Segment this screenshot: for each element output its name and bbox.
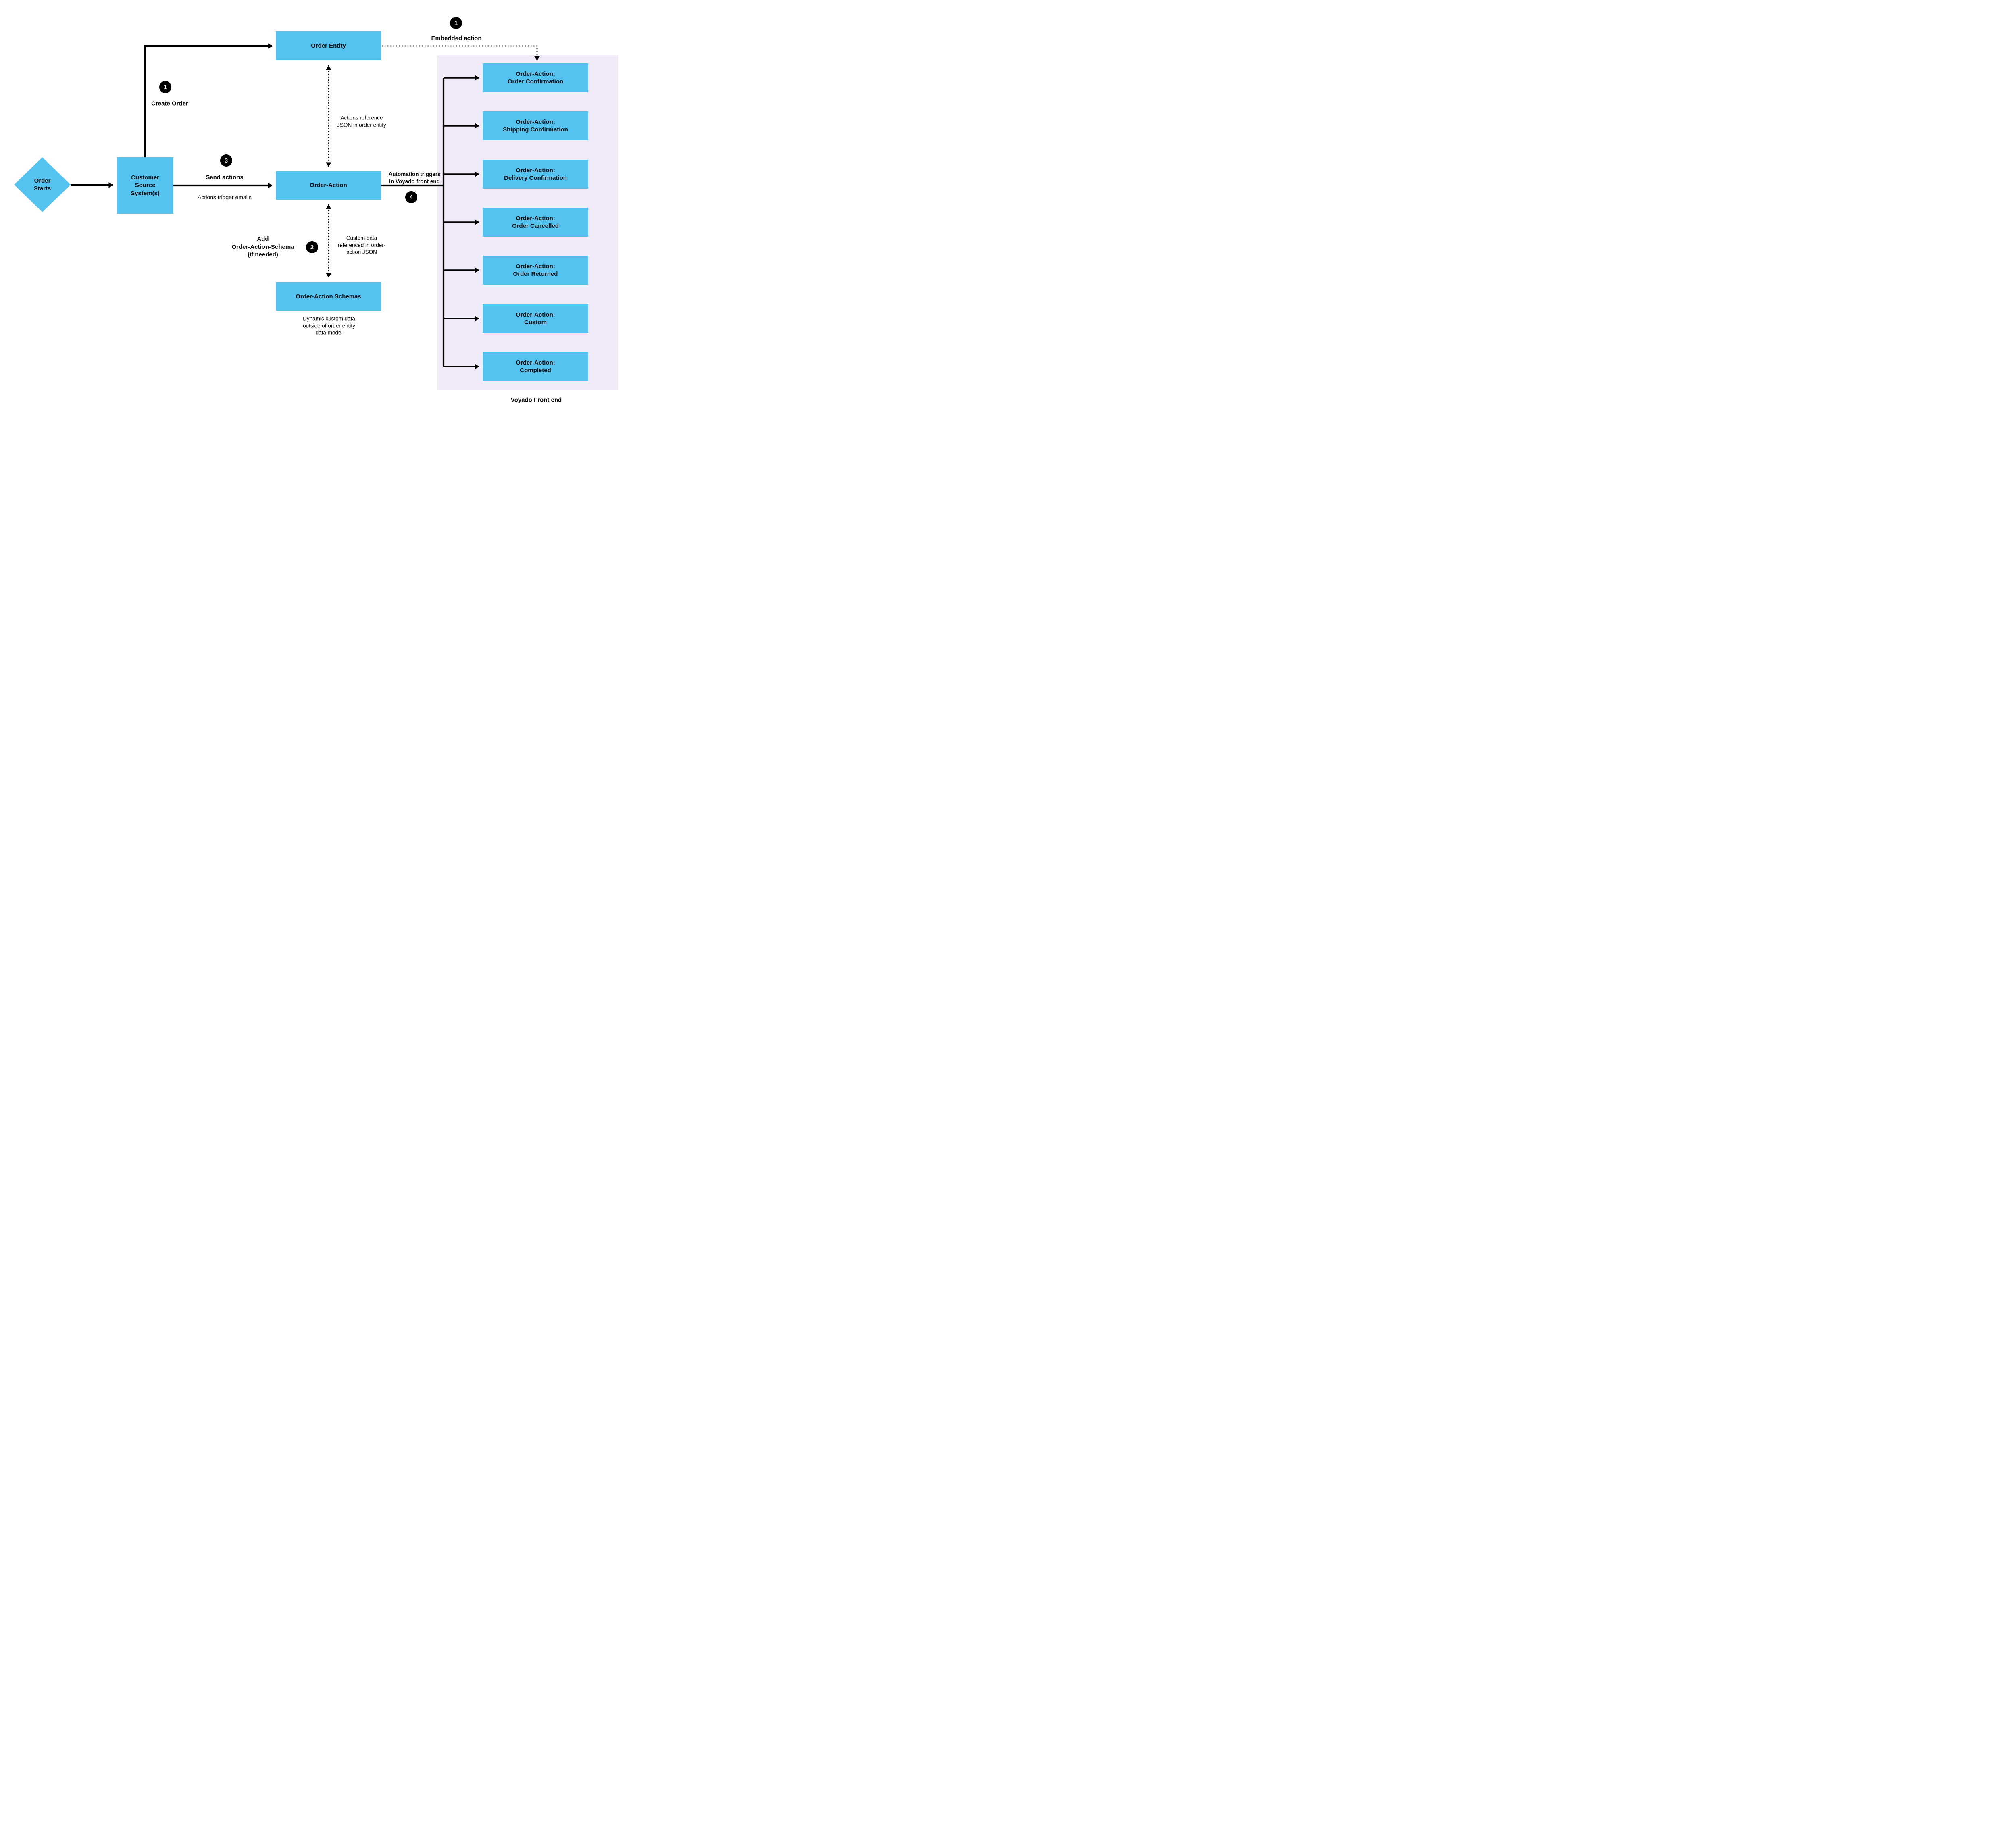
frontend-box-line1: Order-Action: <box>516 263 555 270</box>
step-badge-automation: 4 <box>405 191 417 203</box>
order-entity-label: Order Entity <box>311 42 346 50</box>
automation-triggers-label: Automation triggers in Voyado front end <box>388 171 441 184</box>
step-badge-create-order: 1 <box>159 81 171 93</box>
frontend-box-line1: Order-Action: <box>516 359 555 366</box>
arrow-customer-source-to-order-entity <box>144 43 273 158</box>
step-badge-number: 1 <box>163 83 167 91</box>
actions-trigger-emails-label: Actions trigger emails <box>198 194 252 200</box>
step-badge-number: 4 <box>409 194 413 201</box>
frontend-box-line1: Order-Action: <box>516 167 555 174</box>
order-action-node: Order-Action <box>276 171 381 200</box>
frontend-box-line2: Order Returned <box>513 271 558 277</box>
frontend-box-line2: Shipping Confirmation <box>503 126 568 133</box>
connector-layer <box>71 43 540 369</box>
customer-source-label: Customer Source System(s) <box>131 174 160 197</box>
embedded-action-label: Embedded action <box>431 35 482 42</box>
step-badge-number: 2 <box>310 244 314 251</box>
order-entity-node: Order Entity <box>276 31 381 60</box>
step-badge-number: 3 <box>224 157 228 164</box>
order-starts-label: Order Starts <box>33 177 51 192</box>
order-flow-diagram: Order Starts Customer Source System(s) O… <box>0 0 632 421</box>
dynamic-custom-data-label: Dynamic custom data outside of order ent… <box>303 315 355 336</box>
dotted-arrow-embedded-action <box>381 45 540 61</box>
actions-reference-json-label: Actions reference JSON in order entity <box>337 115 386 128</box>
frontend-box-line2: Delivery Confirmation <box>504 175 567 181</box>
frontend-box-line1: Order-Action: <box>516 215 555 222</box>
frontend-box-order-returned: Order-Action: Order Returned <box>483 256 588 285</box>
step-badge-add-schema: 2 <box>306 241 318 253</box>
frontend-box-order-cancelled: Order-Action: Order Cancelled <box>483 208 588 237</box>
step-badge-embedded-action: 1 <box>450 17 462 29</box>
frontend-box-delivery-confirmation: Order-Action: Delivery Confirmation <box>483 160 588 189</box>
create-order-label: Create Order <box>151 100 188 107</box>
add-order-action-schema-label: Add Order-Action-Schema (if needed) <box>231 235 294 258</box>
frontend-box-line2: Order Confirmation <box>507 78 564 85</box>
frontend-box-custom: Order-Action: Custom <box>483 304 588 333</box>
frontend-box-line1: Order-Action: <box>516 118 555 125</box>
customer-source-node: Customer Source System(s) <box>117 157 173 214</box>
frontend-box-line1: Order-Action: <box>516 70 555 77</box>
frontend-box-line1: Order-Action: <box>516 311 555 318</box>
order-action-label: Order-Action <box>310 182 347 189</box>
frontend-box-completed: Order-Action: Completed <box>483 352 588 381</box>
step-badge-number: 1 <box>454 19 458 27</box>
custom-data-referenced-label: Custom data referenced in order- action … <box>337 235 386 255</box>
frontend-box-line2: Order Cancelled <box>512 223 559 229</box>
order-action-schemas-node: Order-Action Schemas <box>276 282 381 311</box>
order-action-schemas-label: Order-Action Schemas <box>296 293 361 300</box>
step-badge-send-actions: 3 <box>220 154 232 167</box>
send-actions-label: Send actions <box>206 174 244 181</box>
frontend-box-line2: Completed <box>520 367 551 374</box>
frontend-box-shipping-confirmation: Order-Action: Shipping Confirmation <box>483 111 588 140</box>
frontend-box-line2: Custom <box>524 319 547 326</box>
frontend-box-order-confirmation: Order-Action: Order Confirmation <box>483 63 588 92</box>
voyado-front-end-label: Voyado Front end <box>510 396 562 404</box>
